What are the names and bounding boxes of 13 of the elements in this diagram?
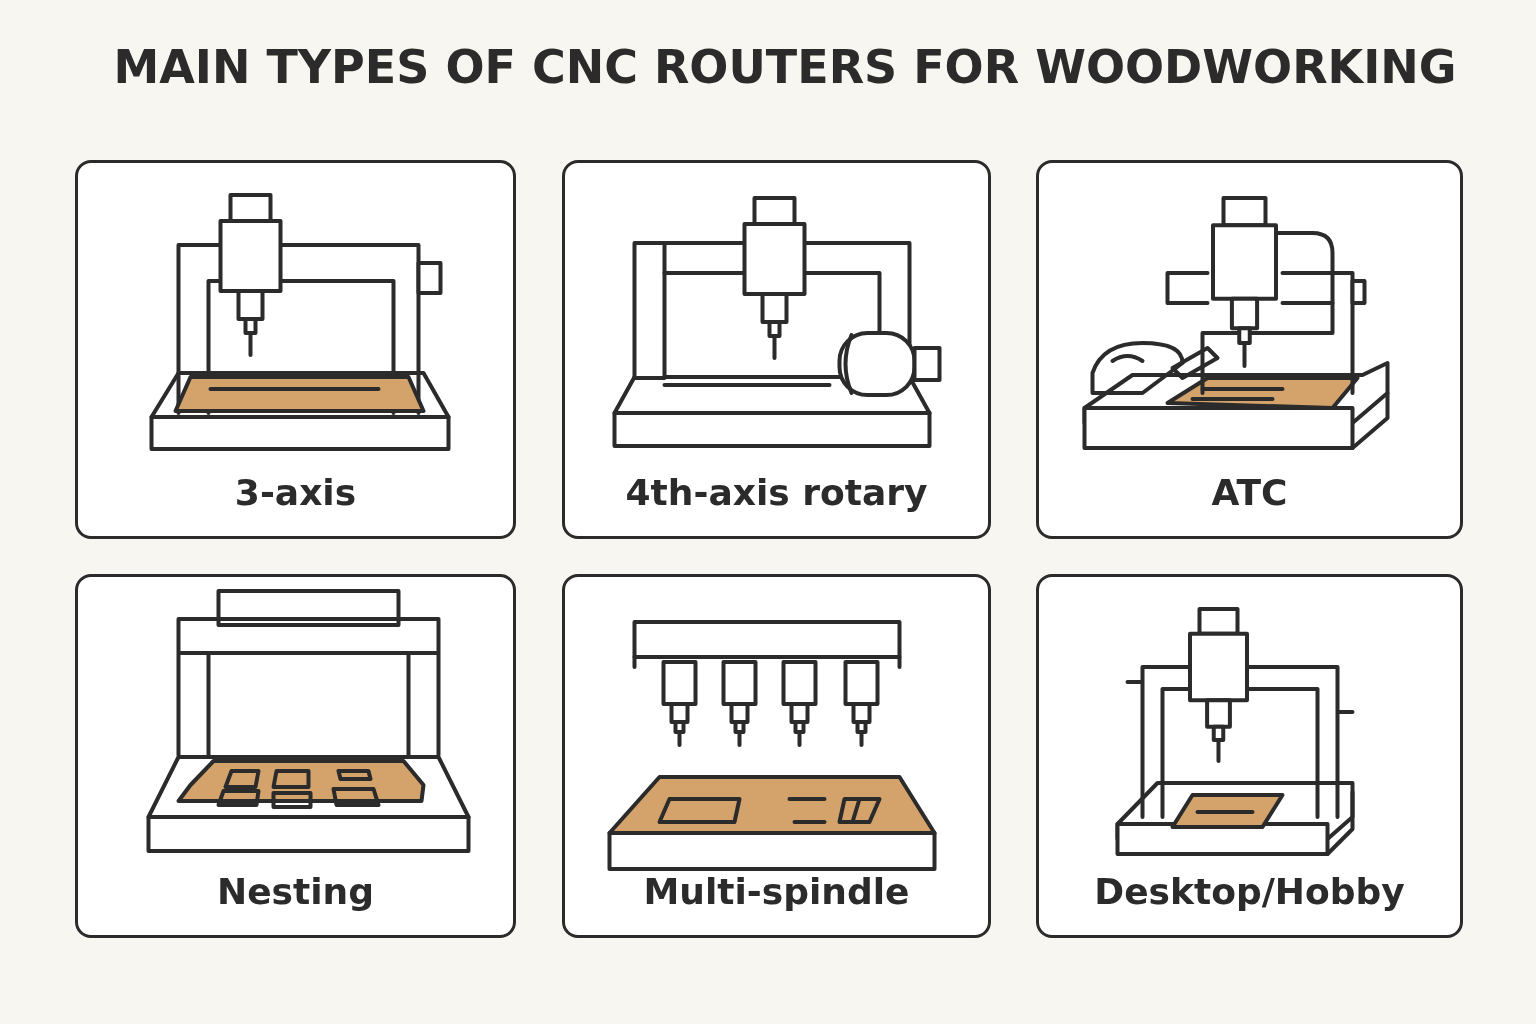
card-label: 3-axis [234, 472, 357, 513]
card-label: Desktop/Hobby [1094, 871, 1405, 912]
card-label: 4th-axis rotary [625, 472, 928, 513]
page-title: MAIN TYPES OF CNC ROUTERS FOR WOODWORKING [112, 40, 1458, 94]
router-card [75, 160, 516, 539]
router-card [1036, 160, 1463, 539]
router-card [562, 574, 991, 938]
card-label: ATC [1211, 472, 1288, 513]
router-card [75, 574, 516, 938]
router-card [1036, 574, 1463, 938]
router-card [562, 160, 991, 539]
card-label: Nesting [217, 871, 374, 912]
card-label: Multi-spindle [643, 871, 910, 912]
